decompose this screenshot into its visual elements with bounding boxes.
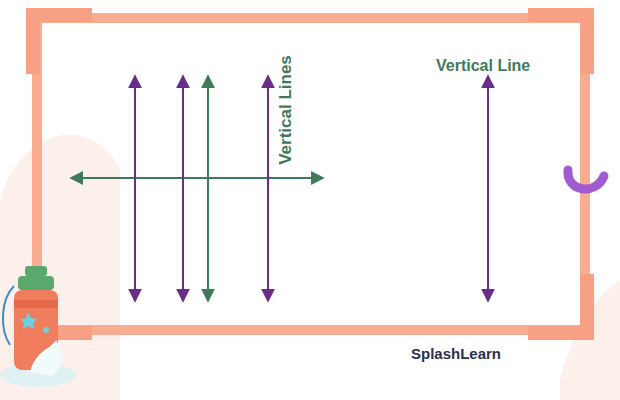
background-blob xyxy=(0,134,120,400)
watermark: SplashLearn xyxy=(411,345,501,362)
hook xyxy=(568,170,604,189)
vertical-line xyxy=(207,77,209,300)
board-frame xyxy=(30,13,590,335)
water-bottle xyxy=(0,266,76,387)
vertical-line xyxy=(487,77,489,300)
vertical-line xyxy=(134,77,136,300)
vertical-line xyxy=(267,77,269,300)
frame-corner xyxy=(26,8,594,340)
vertical-line xyxy=(182,77,184,300)
lines-heading: Vertical Lines xyxy=(276,55,296,165)
horizontal-line xyxy=(72,177,322,179)
line-label: Vertical Line xyxy=(436,57,530,75)
